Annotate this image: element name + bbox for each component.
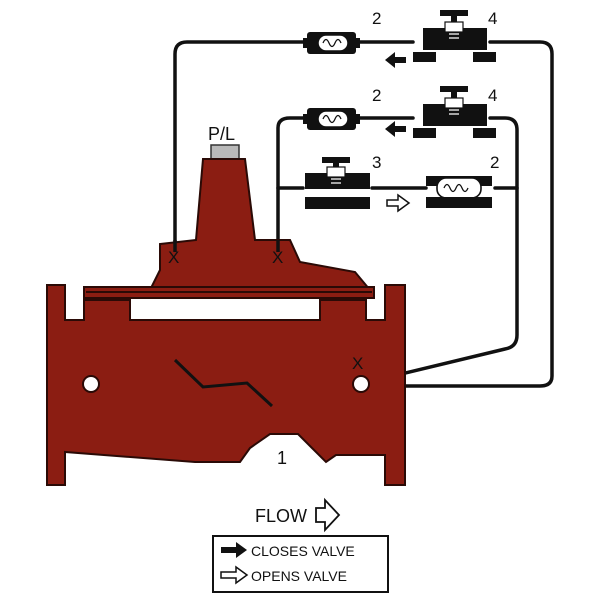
pressure-port-stub <box>210 144 240 160</box>
check-valve-mid <box>413 86 496 138</box>
label-pilot-low: 2 <box>490 153 499 172</box>
label-pressure-port: P/L <box>208 124 235 144</box>
seat-line <box>173 358 274 408</box>
closes-legend-arrow-icon <box>221 542 247 558</box>
port-marker-left: X <box>168 248 179 267</box>
label-check-top: 4 <box>488 9 497 28</box>
needle-valve <box>305 157 370 209</box>
pilot-valve-mid <box>303 108 360 130</box>
label-pilot-mid: 2 <box>372 86 381 105</box>
bolt-hole-right <box>352 375 370 393</box>
pilot-valve-top <box>303 32 360 54</box>
main-valve <box>46 144 406 486</box>
port-marker-body: X <box>352 354 363 373</box>
bolt-hole-left <box>82 375 100 393</box>
pilot-tubing <box>173 40 554 388</box>
outer-tube <box>173 40 554 388</box>
bonnet <box>148 158 373 291</box>
opens-legend-arrow-icon <box>220 565 249 585</box>
closes-arrow-mid <box>385 121 406 137</box>
label-main-valve: 1 <box>277 448 287 468</box>
label-check-mid: 4 <box>488 86 497 105</box>
legend-box: CLOSES VALVE OPENS VALVE <box>212 535 389 593</box>
check-valve-top <box>413 10 496 62</box>
legend-opens-label: OPENS VALVE <box>251 568 347 584</box>
pilot-valve-low <box>426 176 492 208</box>
flow-arrow-icon <box>315 497 341 533</box>
legend-closes-label: CLOSES VALVE <box>251 543 355 559</box>
label-needle-low: 3 <box>372 153 381 172</box>
closes-arrow-top <box>385 52 406 68</box>
flow-label: FLOW <box>255 506 307 526</box>
port-marker-right: X <box>272 248 283 267</box>
middle-tube <box>276 116 519 384</box>
opens-arrow-low <box>386 193 411 213</box>
label-pilot-top: 2 <box>372 9 381 28</box>
